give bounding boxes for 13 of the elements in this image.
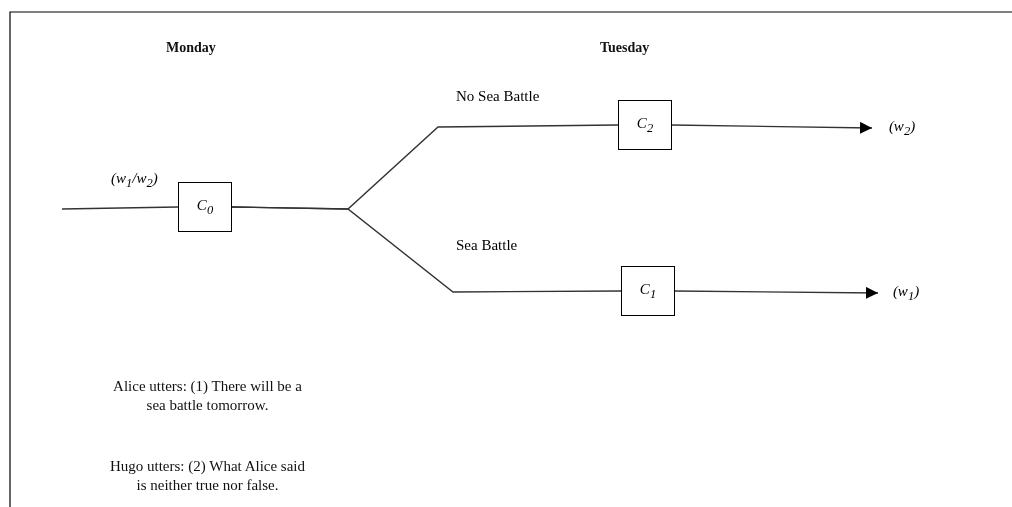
day-heading: Monday <box>166 40 216 56</box>
state-box: C$_{1}$ <box>621 266 675 316</box>
connector <box>61 206 179 210</box>
connector <box>671 121 873 134</box>
connector <box>231 206 622 293</box>
note-text: Alice utters: (1) There will be a sea battle tomorrow. <box>112 377 303 415</box>
day-heading: Tuesday <box>600 40 650 56</box>
connector <box>674 286 879 299</box>
state-box: C$_{0}$ <box>178 182 232 232</box>
state-box: C$_{2}$ <box>618 100 672 150</box>
note-text: Hugo utters: (2) What Alice said is neither true nor false. <box>108 457 307 495</box>
world-label: (w$_{1}$) <box>886 281 926 305</box>
world-label: (w$_{2}$) <box>880 116 924 140</box>
